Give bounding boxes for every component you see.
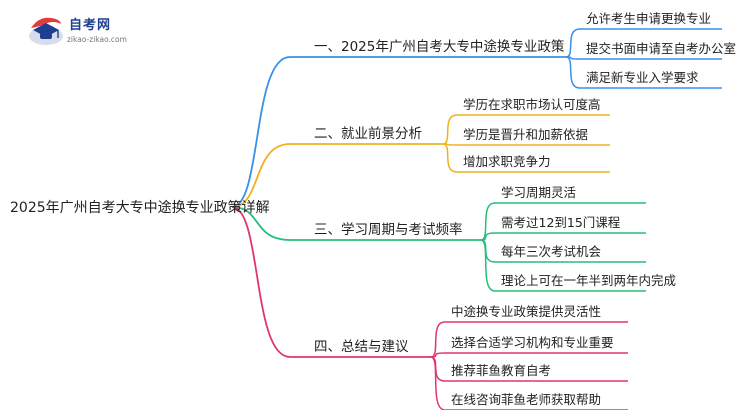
leaf-connector <box>430 321 446 358</box>
leaf-connector <box>565 56 581 89</box>
logo-url: zikao-zikao.com <box>67 35 127 44</box>
leaf-connector <box>565 28 581 58</box>
leaf-topic: 满足新专业入学要求 <box>586 70 699 85</box>
leaf-connector <box>442 114 458 145</box>
leaf-topic: 选择合适学习机构和专业重要 <box>451 335 614 350</box>
leaf-topic: 中途换专业政策提供灵活性 <box>451 304 601 319</box>
leaf-connector <box>442 143 458 173</box>
leaf-topic: 每年三次考试机会 <box>501 244 602 259</box>
root-topic: 2025年广州自考大专中途换专业政策详解 <box>10 199 270 216</box>
branch-connector <box>231 56 291 208</box>
leaf-topic: 提交书面申请至自考办公室 <box>586 41 736 56</box>
leaf-connector <box>430 352 446 358</box>
graduation-cap-icon <box>29 17 63 45</box>
leaf-topic: 学历是晋升和加薪依据 <box>463 127 588 142</box>
leaf-topic: 理论上可在一年半到两年内完成 <box>501 273 676 288</box>
leaf-connector <box>480 239 496 292</box>
branch-topic: 四、总结与建议 <box>314 339 409 355</box>
leaf-topic: 学历在求职市场认可度高 <box>463 97 601 112</box>
leaf-connector <box>430 356 446 382</box>
logo-name: 自考网 <box>69 18 112 33</box>
leaf-topic: 在线咨询菲鱼老师获取帮助 <box>451 392 601 407</box>
leaf-topic: 需考过12到15门课程 <box>501 215 621 230</box>
branch-connector <box>231 206 291 358</box>
branch-connector <box>231 143 291 208</box>
branch-topic: 一、2025年广州自考大专中途换专业政策 <box>314 38 565 55</box>
leaf-topic: 学习周期灵活 <box>501 185 576 200</box>
site-logo[interactable]: 自考网 zikao-zikao.com <box>27 12 137 56</box>
leaf-topic: 增加求职竞争力 <box>463 154 551 169</box>
mind-map-nodes: 一、2025年广州自考大专中途换专业政策 允许考生申请更换专业提交书面申请至自考办… <box>314 11 736 407</box>
leaf-connector <box>480 239 496 263</box>
leaf-connector <box>480 202 496 241</box>
branch-topic: 三、学习周期与考试频率 <box>314 221 463 238</box>
leaf-connector <box>430 356 446 410</box>
branch-topic: 二、就业前景分析 <box>314 125 422 142</box>
branch-connector <box>231 206 291 241</box>
mind-map-edges <box>231 28 722 410</box>
leaf-topic: 允许考生申请更换专业 <box>586 11 711 26</box>
leaf-topic: 推荐菲鱼教育自考 <box>451 363 551 378</box>
